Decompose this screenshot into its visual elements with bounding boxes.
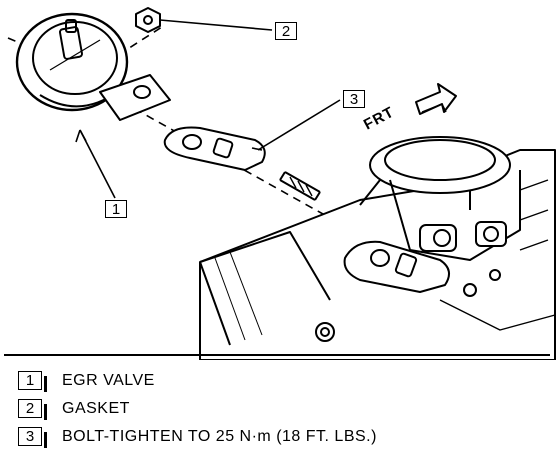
egr-valve <box>15 12 171 121</box>
front-arrow-icon <box>415 83 457 115</box>
legend-number: 3 <box>18 427 47 448</box>
legend-number: 2 <box>18 399 47 420</box>
gasket <box>163 126 266 171</box>
legend-divider <box>4 354 550 356</box>
legend-item: 1 EGR VALVE <box>18 368 548 393</box>
egr-valve-diagram <box>7 7 556 360</box>
callout-1: 1 <box>105 200 127 218</box>
legend-text: BOLT-TIGHTEN TO 25 N·m (18 FT. LBS.) <box>62 427 377 445</box>
legend-text: GASKET <box>62 399 130 417</box>
legend-item: 2 GASKET <box>18 396 548 421</box>
mounting-bolt <box>279 171 321 201</box>
legend: 1 EGR VALVE 2 GASKET 3 BOLT-TIGHTEN TO 2… <box>18 368 548 452</box>
callout-3: 3 <box>343 90 365 108</box>
egr-mounting-pad <box>343 240 450 293</box>
nut <box>135 7 161 33</box>
leader-lines <box>75 19 341 199</box>
callout-2: 2 <box>275 22 297 40</box>
legend-text: EGR VALVE <box>62 371 155 389</box>
legend-number: 1 <box>18 371 47 392</box>
legend-item: 3 BOLT-TIGHTEN TO 25 N·m (18 FT. LBS.) <box>18 424 548 449</box>
